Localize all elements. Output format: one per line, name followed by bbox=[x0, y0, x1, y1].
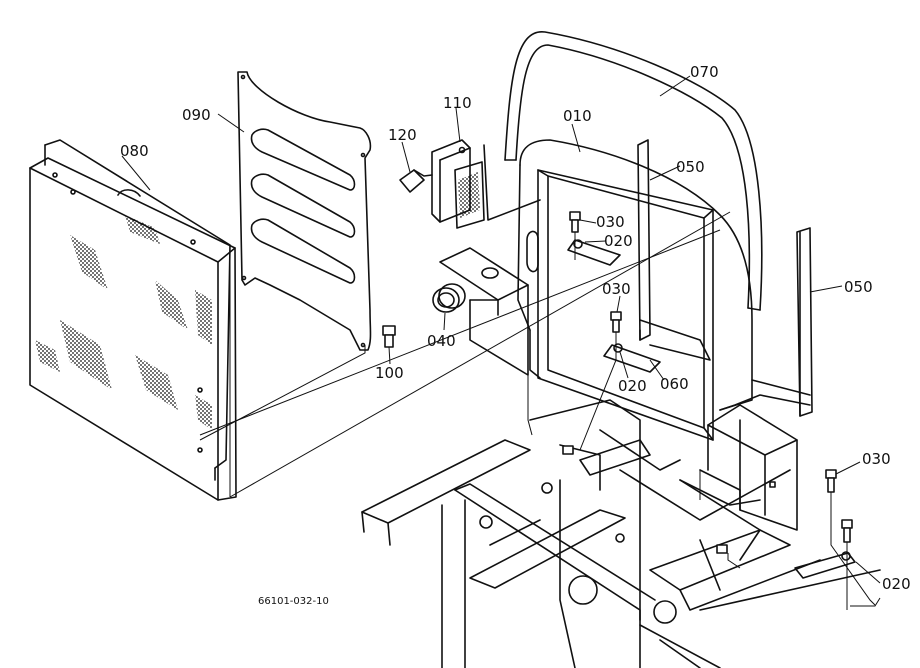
part-050-strips bbox=[637, 139, 813, 417]
part-090-gasket bbox=[237, 71, 372, 351]
drawing-code: 66101-032-10 bbox=[258, 596, 329, 607]
callout-050-b: 050 bbox=[844, 278, 873, 296]
part-040-bracket bbox=[432, 247, 529, 376]
part-010-panel bbox=[517, 139, 811, 441]
callout-110: 110 bbox=[443, 94, 472, 112]
callout-080: 080 bbox=[120, 142, 149, 160]
callout-labels: 070 010 050 050 110 120 090 080 030 020 … bbox=[120, 63, 911, 607]
callout-020-c: 020 bbox=[882, 575, 911, 593]
callout-070: 070 bbox=[690, 63, 719, 81]
part-030-bolts bbox=[562, 211, 853, 554]
leader-lines bbox=[121, 75, 881, 584]
callout-010: 010 bbox=[563, 107, 592, 125]
callout-050-a: 050 bbox=[676, 158, 705, 176]
part-020-plates bbox=[567, 239, 856, 579]
callout-020-b: 020 bbox=[618, 377, 647, 395]
part-070-seal bbox=[504, 31, 763, 311]
callout-060: 060 bbox=[660, 375, 689, 393]
callout-030-c: 030 bbox=[862, 450, 891, 468]
callout-020-a: 020 bbox=[604, 232, 633, 250]
callout-100: 100 bbox=[375, 364, 404, 382]
part-080-cover bbox=[29, 139, 237, 501]
chassis-frame bbox=[361, 399, 881, 668]
part-100-screw bbox=[382, 325, 396, 348]
assembly-guide-lines bbox=[199, 211, 881, 610]
part-120-knob bbox=[399, 169, 433, 193]
callout-030-b: 030 bbox=[602, 280, 631, 298]
callout-120: 120 bbox=[388, 126, 417, 144]
callout-040: 040 bbox=[427, 332, 456, 350]
right-bracket-box bbox=[707, 404, 798, 531]
callout-030-a: 030 bbox=[596, 213, 625, 231]
part-110-lamp bbox=[431, 139, 541, 229]
callout-090: 090 bbox=[182, 106, 211, 124]
part-060-brace bbox=[639, 319, 711, 361]
